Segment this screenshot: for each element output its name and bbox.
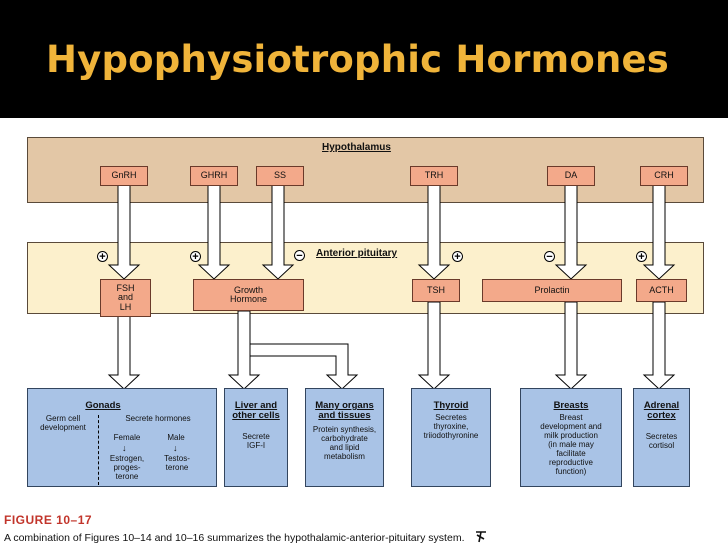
arrow-fsh-gonads (107, 315, 141, 390)
pituitary-tsh: TSH (412, 279, 460, 302)
arrow-down-icon: ↓ (122, 443, 127, 453)
arrow-down-icon: ↓ (173, 443, 178, 453)
hormone-ghrh: GHRH (190, 166, 238, 186)
tools-icon (476, 531, 487, 543)
pituitary-growth-hormone: Growth Hormone (193, 279, 304, 311)
arrow-gh-liver (227, 310, 261, 390)
hypothalamus-label: Hypothalamus (322, 142, 391, 153)
inhibit-sign: − (294, 250, 305, 262)
adrenal-title: Adrenal cortex (643, 400, 680, 421)
slide-title: Hypophysiotrophic Hormones (46, 38, 669, 81)
gonads-female: Female (113, 433, 141, 442)
target-breasts: Breasts Breast development and milk prod… (520, 388, 622, 487)
gonads-male-hormones: Testos- terone (164, 454, 190, 472)
arrow-prolactin-breasts (554, 301, 588, 390)
pituitary-prolactin: Prolactin (482, 279, 622, 302)
organs-title: Many organs and tissues (315, 400, 374, 421)
stimulate-sign: + (636, 251, 647, 263)
target-liver: Liver and other cells Secrete IGF-I (224, 388, 288, 487)
arrow-acth-adrenal (642, 301, 676, 390)
stimulate-sign: + (190, 251, 201, 263)
gonads-germ-cell: Germ cell development (40, 414, 86, 432)
arrow-tsh-thyroid (417, 301, 451, 390)
gonads-female-hormones: Estrogen, proges- terone (109, 454, 145, 481)
arrow-gnrh-fsh (107, 184, 141, 280)
breasts-title: Breasts (553, 400, 589, 411)
figure-caption: A combination of Figures 10–14 and 10–16… (4, 530, 488, 544)
organs-text: Protein synthesis, carbohydrate and lipi… (312, 425, 377, 461)
breasts-text: Breast development and milk production (… (540, 413, 602, 476)
arrow-ss-gh (261, 184, 295, 280)
hormone-gnrh: GnRH (100, 166, 148, 186)
target-organs: Many organs and tissues Protein synthesi… (305, 388, 384, 487)
arrow-trh-tsh (417, 184, 451, 280)
hormone-crh: CRH (640, 166, 688, 186)
thyroid-text: Secretes thyroxine, triiodothyronine (423, 413, 479, 440)
figure-caption-text: A combination of Figures 10–14 and 10–16… (4, 532, 465, 544)
gonads-title: Gonads (85, 400, 121, 411)
pituitary-fsh-lh: FSH and LH (100, 279, 151, 317)
hormone-ss: SS (256, 166, 304, 186)
arrow-ghrh-gh (197, 184, 231, 280)
target-adrenal: Adrenal cortex Secretes cortisol (633, 388, 690, 487)
target-gonads: Gonads Germ cell development Secrete hor… (27, 388, 217, 487)
thyroid-title: Thyroid (433, 400, 469, 411)
liver-text: Secrete IGF-I (242, 432, 270, 450)
gonads-male: Male (167, 433, 185, 442)
figure-label: FIGURE 10–17 (4, 513, 93, 527)
gonads-divider (98, 415, 99, 485)
arrow-gh-organs (249, 343, 359, 390)
inhibit-sign: − (544, 251, 555, 263)
pituitary-acth: ACTH (636, 279, 687, 302)
hormone-trh: TRH (410, 166, 458, 186)
stimulate-sign: + (452, 251, 463, 263)
hormone-da: DA (547, 166, 595, 186)
adrenal-text: Secretes cortisol (645, 432, 678, 450)
gonads-secrete: Secrete hormones (125, 414, 191, 423)
stimulate-sign: + (97, 251, 108, 263)
arrow-da-prolactin (554, 184, 588, 280)
liver-title: Liver and other cells (232, 400, 280, 421)
arrow-crh-acth (642, 184, 676, 280)
target-thyroid: Thyroid Secretes thyroxine, triiodothyro… (411, 388, 491, 487)
anterior-pituitary-label: Anterior pituitary (316, 248, 398, 259)
